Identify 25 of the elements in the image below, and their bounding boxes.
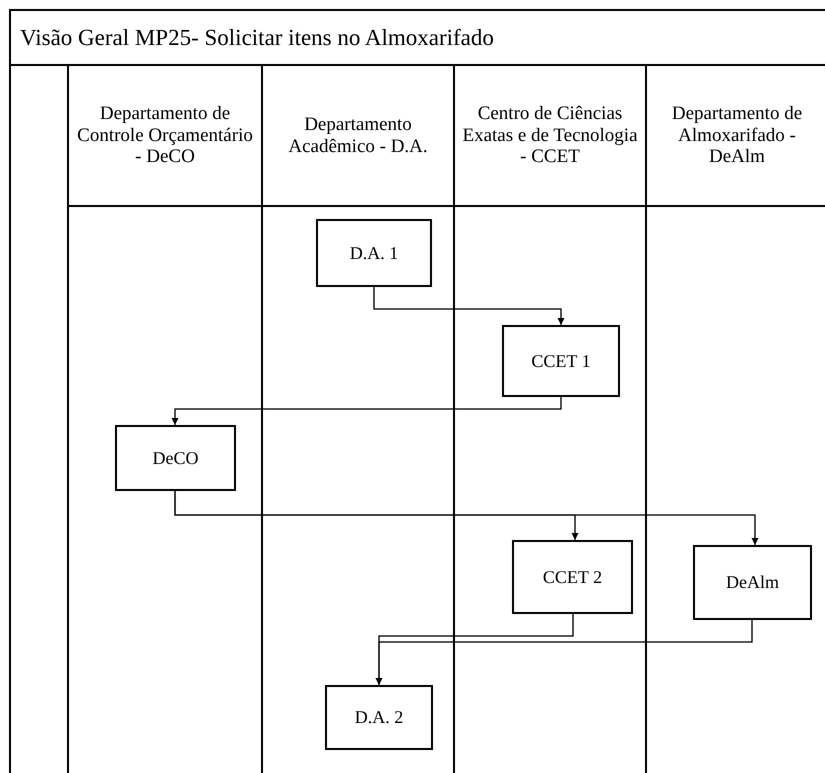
diagram-title: Visão Geral MP25- Solicitar itens no Almoxarifado	[20, 25, 494, 51]
process-box	[316, 219, 432, 287]
process-box	[502, 325, 620, 397]
box-label: CCET 1	[531, 350, 591, 372]
box-label: D.A. 2	[354, 707, 404, 728]
lane-title: Departamento Acadêmico - D.A.	[287, 114, 429, 158]
process-box	[325, 685, 433, 750]
box-label: CCET 2	[542, 566, 602, 588]
lane-title: Centro de Ciências Exatas e de Tecnologia - CCET	[461, 102, 639, 168]
swimlane	[67, 66, 261, 773]
box-label: DeAlm	[726, 572, 779, 593]
swimlane	[645, 66, 825, 773]
swimlane	[261, 66, 453, 773]
lane-title: Departamento de Almoxarifado - DeAlm	[670, 102, 804, 168]
process-box	[512, 540, 633, 614]
connector-arrow	[373, 287, 564, 325]
process-box	[115, 425, 236, 491]
connector-arrow	[172, 397, 562, 425]
box-label: DeCO	[152, 448, 198, 468]
lane-title: Departamento de Controle Orçamentário - DeCO	[76, 102, 254, 168]
swimlane	[453, 66, 645, 773]
connector-arrow	[174, 491, 758, 545]
box-label: D.A. 1	[350, 242, 398, 264]
process-box	[693, 545, 812, 620]
connector-arrow	[376, 620, 753, 685]
